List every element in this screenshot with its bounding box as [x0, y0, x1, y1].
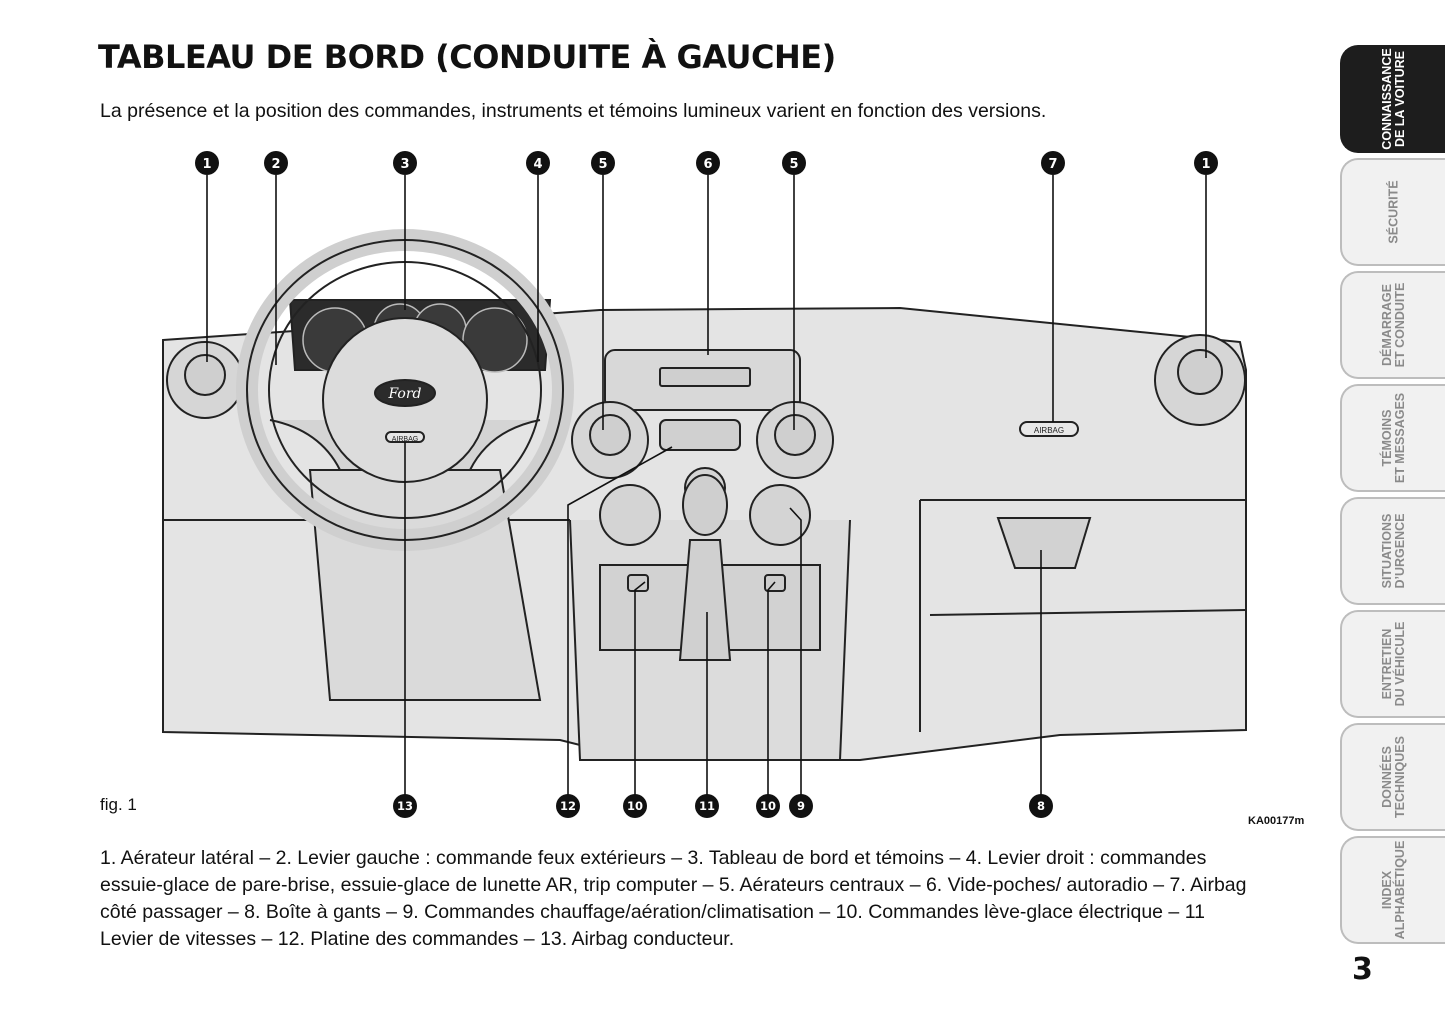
- page-subtitle: La présence et la position des commandes…: [100, 100, 1047, 122]
- dashboard-drawing: [162, 229, 1247, 761]
- page-number: 3: [1352, 952, 1373, 987]
- svg-text:4: 4: [533, 157, 542, 172]
- brand-logo: Ford: [387, 386, 421, 402]
- callout-4: 4: [526, 151, 550, 175]
- driver-airbag-badge: AIRBAG: [392, 436, 418, 443]
- figure-code: KA00177m: [1248, 815, 1305, 827]
- callout-1-right: 1: [1194, 151, 1218, 175]
- callout-lines: [206, 175, 1207, 795]
- tab-securite[interactable]: SÉCURITÉ: [1340, 158, 1445, 266]
- svg-text:5: 5: [789, 157, 798, 172]
- tab-label: DÉMARRAGE ET CONDUITE: [1379, 282, 1407, 368]
- svg-text:3: 3: [400, 157, 409, 172]
- callout-8: 8: [1029, 794, 1053, 818]
- svg-text:6: 6: [703, 157, 712, 172]
- callout-3: 3: [393, 151, 417, 175]
- tab-label: ENTRETIEN DU VÉHICULE: [1379, 621, 1407, 707]
- svg-text:10: 10: [627, 799, 643, 813]
- svg-text:1: 1: [1201, 157, 1210, 172]
- svg-text:13: 13: [397, 799, 413, 813]
- callout-7: 7: [1041, 151, 1065, 175]
- tab-label: CONNAISSANCE DE LA VOITURE: [1379, 48, 1407, 150]
- tab-label: SITUATIONS D’URGENCE: [1379, 513, 1407, 589]
- passenger-airbag-badge: AIRBAG: [1034, 426, 1064, 435]
- callout-5-left: 5: [591, 151, 615, 175]
- tab-label: TÉMOINS ET MESSAGES: [1379, 392, 1407, 484]
- tab-donnees-techniques[interactable]: DONNÉES TECHNIQUES: [1340, 723, 1445, 831]
- svg-text:7: 7: [1048, 157, 1057, 172]
- callout-13: 13: [393, 794, 417, 818]
- figure-label: fig. 1: [100, 795, 137, 814]
- callout-10-left: 10: [623, 794, 647, 818]
- callouts-top: 1 2 3 4 5 6 5: [195, 151, 1218, 175]
- svg-text:12: 12: [560, 799, 576, 813]
- tab-temoins-et-messages[interactable]: TÉMOINS ET MESSAGES: [1340, 384, 1445, 492]
- callout-5-right: 5: [782, 151, 806, 175]
- tab-label: INDEX ALPHABÉTIQUE: [1379, 840, 1407, 940]
- tab-situations-d-urgence[interactable]: SITUATIONS D’URGENCE: [1340, 497, 1445, 605]
- callout-12: 12: [556, 794, 580, 818]
- svg-text:10: 10: [760, 799, 776, 813]
- page-title: TABLEAU DE BORD (CONDUITE À GAUCHE): [98, 38, 836, 76]
- svg-text:8: 8: [1037, 799, 1045, 813]
- callouts-bottom: 13 12 10 11 10 9: [393, 794, 1053, 818]
- tab-label: SÉCURITÉ: [1386, 180, 1400, 244]
- tab-label: DONNÉES TECHNIQUES: [1379, 736, 1407, 818]
- tab-connaissance-de-la-voiture[interactable]: CONNAISSANCE DE LA VOITURE: [1340, 45, 1445, 153]
- tab-demarrage-et-conduite[interactable]: DÉMARRAGE ET CONDUITE: [1340, 271, 1445, 379]
- dashboard-illustration: Ford AIRBAG AIRBAG 1: [0, 140, 1320, 840]
- callout-6: 6: [696, 151, 720, 175]
- callout-2: 2: [264, 151, 288, 175]
- svg-text:1: 1: [202, 157, 211, 172]
- callout-1-left: 1: [195, 151, 219, 175]
- callout-9: 9: [789, 794, 813, 818]
- svg-text:5: 5: [598, 157, 607, 172]
- callout-11: 11: [695, 794, 719, 818]
- svg-text:9: 9: [797, 799, 805, 813]
- tab-index-alphabetique[interactable]: INDEX ALPHABÉTIQUE: [1340, 836, 1445, 944]
- svg-text:11: 11: [699, 799, 715, 813]
- tab-entretien-du-vehicule[interactable]: ENTRETIEN DU VÉHICULE: [1340, 610, 1445, 718]
- callout-10-right: 10: [756, 794, 780, 818]
- svg-text:2: 2: [271, 157, 280, 172]
- figure-legend: 1. Aérateur latéral – 2. Levier gauche :…: [100, 847, 1247, 950]
